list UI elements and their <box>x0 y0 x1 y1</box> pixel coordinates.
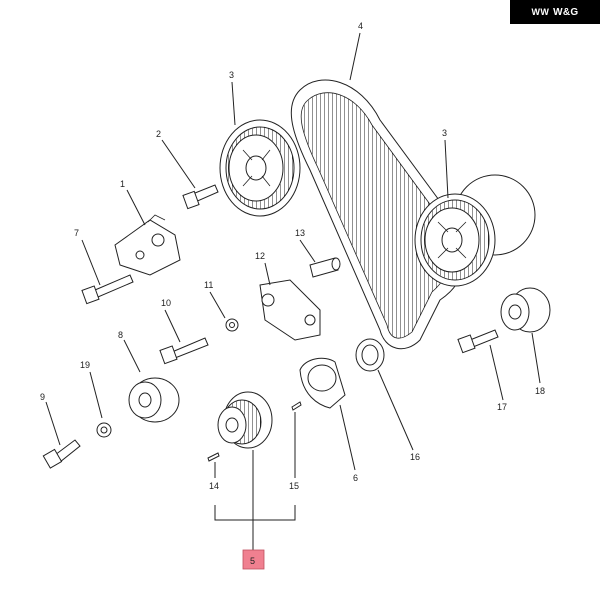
camshaft-pulley-right[interactable] <box>414 174 536 287</box>
bolt-9[interactable] <box>42 439 81 469</box>
callout-3-right[interactable]: 3 <box>442 128 447 138</box>
sleeve-13[interactable] <box>309 257 341 278</box>
seal-16[interactable] <box>355 338 385 372</box>
callout-13[interactable]: 13 <box>295 228 305 238</box>
idler-pulley-8[interactable] <box>128 377 180 423</box>
callout-9[interactable]: 9 <box>40 392 45 402</box>
brand-logo: WW W&G <box>510 0 600 24</box>
callout-16[interactable]: 16 <box>410 452 420 462</box>
bolt-7[interactable] <box>81 274 134 305</box>
idler-pulley-18[interactable] <box>500 287 551 333</box>
callout-19[interactable]: 19 <box>80 360 90 370</box>
bolt-2[interactable] <box>182 184 219 210</box>
callout-3-left[interactable]: 3 <box>229 70 234 80</box>
pin-15[interactable] <box>291 401 302 411</box>
leader-lines <box>45 32 541 550</box>
callout-17[interactable]: 17 <box>497 402 507 412</box>
timing-belt[interactable] <box>290 79 465 350</box>
callout-14[interactable]: 14 <box>209 481 219 491</box>
tensioner-bracket[interactable] <box>114 214 181 276</box>
callout-5-highlight <box>242 549 265 570</box>
camshaft-pulley-left[interactable] <box>219 119 301 217</box>
callout-7[interactable]: 7 <box>74 228 79 238</box>
sensor-ring-6[interactable] <box>299 357 346 409</box>
bolt-10[interactable] <box>159 337 209 365</box>
pin-14[interactable] <box>207 452 220 462</box>
bracket-12[interactable] <box>259 279 321 341</box>
callout-6[interactable]: 6 <box>353 473 358 483</box>
logo-mark: WW <box>531 7 550 17</box>
callout-5[interactable]: 5 <box>250 556 255 566</box>
callout-11[interactable]: 11 <box>204 280 213 290</box>
callout-labels: 1 2 3 3 4 5 6 7 8 9 10 11 12 13 14 15 16… <box>40 21 545 566</box>
callout-12[interactable]: 12 <box>255 251 265 261</box>
washer-19[interactable] <box>96 422 112 438</box>
callout-15[interactable]: 15 <box>289 481 299 491</box>
callout-2[interactable]: 2 <box>156 129 161 139</box>
callout-8[interactable]: 8 <box>118 330 123 340</box>
callout-4[interactable]: 4 <box>358 21 363 31</box>
callout-1[interactable]: 1 <box>120 179 125 189</box>
crankshaft-pulley-5[interactable] <box>217 391 273 449</box>
logo-text: W&G <box>553 6 579 18</box>
callout-10[interactable]: 10 <box>161 298 171 308</box>
callout-18[interactable]: 18 <box>535 386 545 396</box>
bolt-17[interactable] <box>457 329 499 354</box>
washer-11[interactable] <box>225 318 239 332</box>
